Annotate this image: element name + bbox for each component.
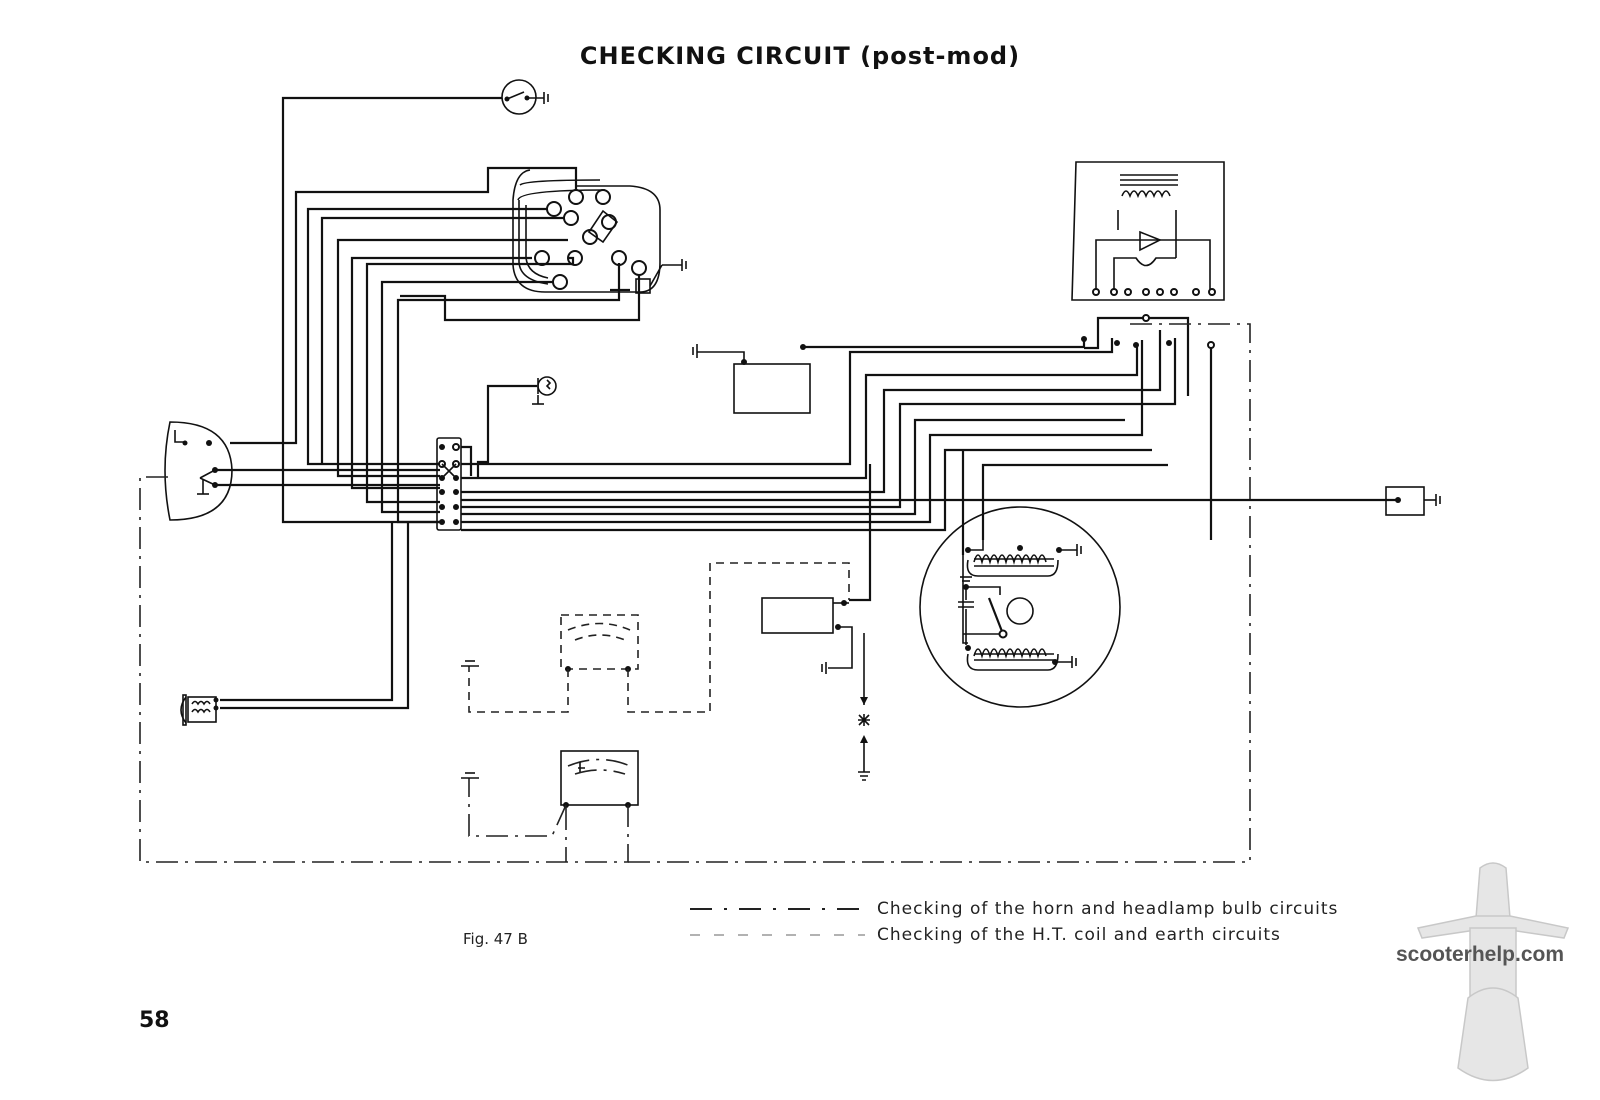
- test-lamp: [461, 562, 850, 713]
- tail-lamp: [1385, 486, 1441, 516]
- legend-item-dash-dot: Checking of the horn and headlamp bulb c…: [690, 896, 1338, 922]
- watermark-text: scooterhelp.com: [1395, 943, 1565, 966]
- scooter-top-view-icon: [1416, 862, 1570, 1082]
- dash-dot-line-icon: [690, 908, 865, 910]
- earth-icon: [692, 344, 698, 358]
- legend-label: Checking of the horn and headlamp bulb c…: [877, 899, 1339, 919]
- legend-label: Checking of the H.T. coil and earth circ…: [877, 925, 1281, 945]
- legend: Checking of the horn and headlamp bulb c…: [690, 896, 1338, 948]
- earth-icon: [543, 92, 549, 104]
- headlamp-switch: [164, 421, 233, 521]
- horn: [532, 376, 557, 405]
- page-number: 58: [139, 1008, 170, 1033]
- earth-icon: [1076, 544, 1082, 556]
- voltmeter: [139, 476, 1250, 863]
- page-title: CHECKING CIRCUIT (post-mod): [579, 42, 1021, 70]
- figure-label: Fig. 47 B: [463, 930, 528, 948]
- junction-box: [436, 437, 462, 531]
- earth-icon: [1435, 494, 1441, 506]
- handlebar-switch: [512, 169, 687, 294]
- legend-item-dashed: Checking of the H.T. coil and earth circ…: [690, 922, 1338, 948]
- earth-icon: [197, 480, 209, 495]
- dashed-line-icon: [690, 934, 865, 936]
- voltage-regulator: [1071, 161, 1225, 301]
- battery: [692, 344, 811, 414]
- earth-icon: [681, 259, 687, 271]
- earth-icon: [821, 662, 827, 674]
- wire: [281, 96, 502, 524]
- headlamp-socket: [180, 694, 219, 726]
- earth-icon: [1071, 656, 1077, 668]
- stop-lamp-switch: [501, 79, 549, 115]
- spark-plug: [858, 697, 870, 781]
- flywheel-magneto: [919, 506, 1121, 708]
- ht-coil: [761, 597, 865, 705]
